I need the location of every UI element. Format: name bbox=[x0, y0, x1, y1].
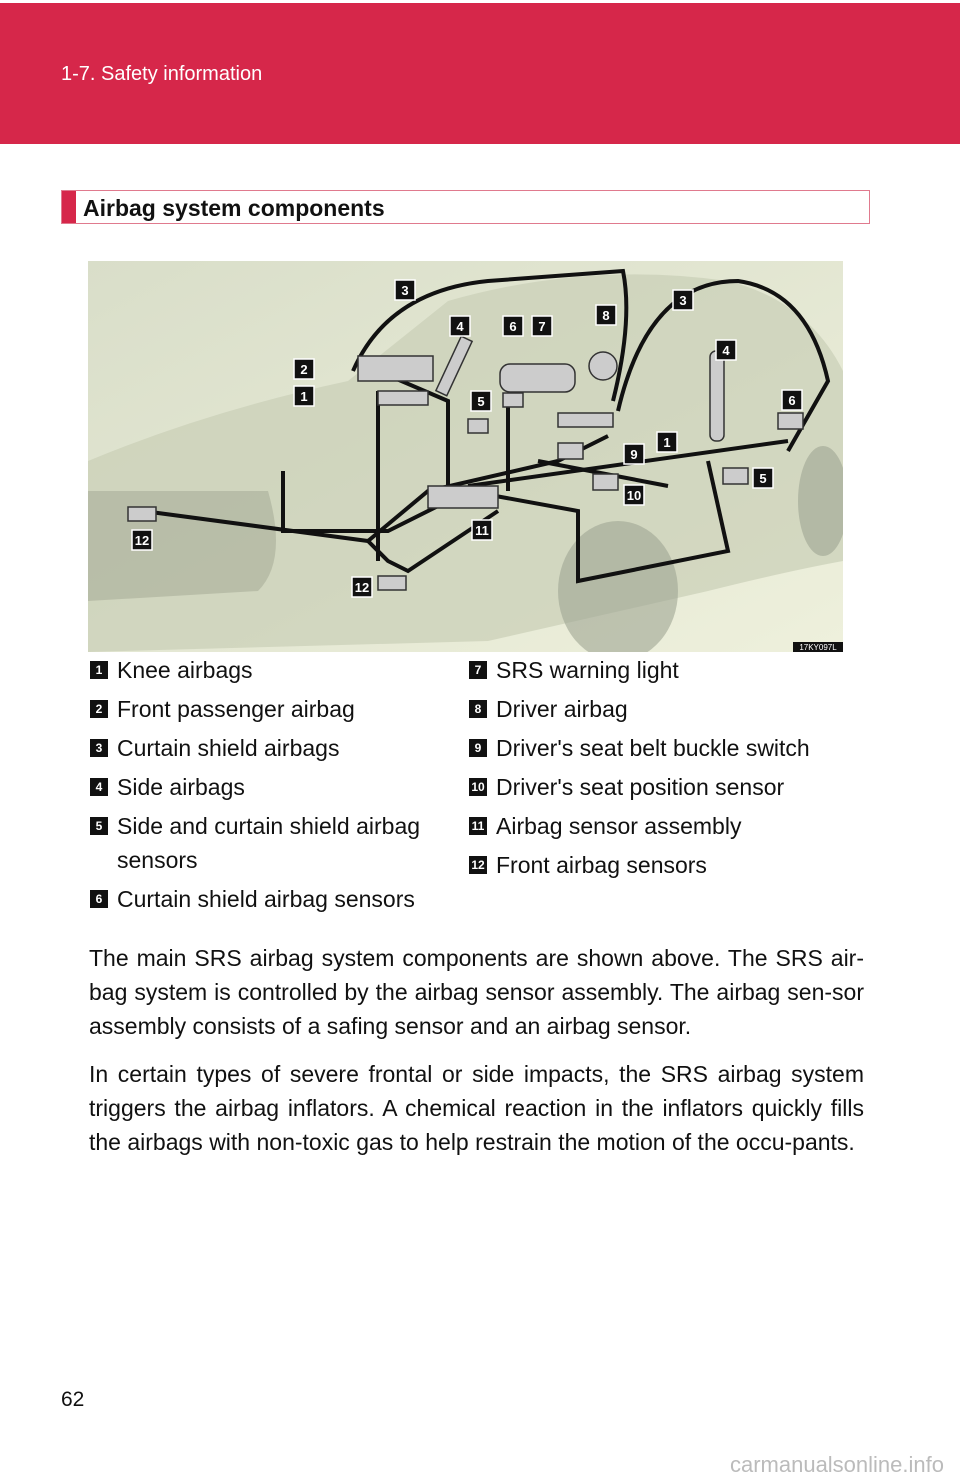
callout-8: 4 bbox=[715, 339, 737, 361]
legend-item: 3 Curtain shield airbags bbox=[90, 733, 455, 763]
callout-number: 1 bbox=[663, 435, 670, 450]
callout-number: 12 bbox=[135, 533, 149, 548]
legend-item: 9 Driver's seat belt buckle switch bbox=[469, 733, 939, 763]
callout-1: 3 bbox=[672, 289, 694, 311]
page-number: 62 bbox=[61, 1388, 85, 1411]
item-number-badge: 3 bbox=[90, 739, 108, 757]
callout-2: 4 bbox=[449, 315, 471, 337]
body-paragraph-2: In certain types of severe frontal or si… bbox=[89, 1061, 864, 1155]
item-label: Driver airbag bbox=[496, 696, 628, 722]
callout-7: 1 bbox=[293, 385, 315, 407]
callout-number: 2 bbox=[300, 362, 307, 377]
legend-item: 12 Front airbag sensors bbox=[469, 850, 939, 880]
callout-9: 5 bbox=[470, 390, 492, 412]
callout-0: 3 bbox=[394, 279, 416, 301]
callout-4: 7 bbox=[531, 315, 553, 337]
section-heading: Airbag system components bbox=[61, 190, 870, 224]
callout-number: 8 bbox=[602, 308, 609, 323]
callout-number: 1 bbox=[300, 389, 307, 404]
legend-item: 6 Curtain shield airbag sensors bbox=[90, 884, 455, 914]
callout-11: 1 bbox=[656, 431, 678, 453]
item-label: Curtain shield airbag sensors bbox=[117, 886, 415, 912]
callout-number: 12 bbox=[355, 580, 369, 595]
callout-13: 5 bbox=[752, 467, 774, 489]
callout-number: 4 bbox=[722, 343, 730, 358]
callout-16: 12 bbox=[131, 529, 153, 551]
callout-15: 11 bbox=[471, 519, 493, 541]
legend-item: 5 Side and curtain shield airbag sensors bbox=[90, 811, 455, 875]
item-label: Front airbag sensors bbox=[496, 852, 707, 878]
callout-number: 6 bbox=[788, 393, 795, 408]
item-label: Curtain shield airbags bbox=[117, 735, 340, 761]
callout-10: 6 bbox=[781, 389, 803, 411]
callout-number: 6 bbox=[509, 319, 516, 334]
item-label-cont: sensors bbox=[117, 847, 198, 873]
legend-item: 10 Driver's seat position sensor bbox=[469, 772, 939, 802]
item-label: Driver's seat belt buckle switch bbox=[496, 735, 810, 761]
item-label: Airbag sensor assembly bbox=[496, 813, 742, 839]
callout-number: 4 bbox=[456, 319, 464, 334]
callout-number: 3 bbox=[401, 283, 408, 298]
item-number-badge: 1 bbox=[90, 661, 108, 679]
callout-number: 10 bbox=[627, 488, 641, 503]
callout-number: 3 bbox=[679, 293, 686, 308]
callout-3: 6 bbox=[502, 315, 524, 337]
callout-12: 9 bbox=[623, 443, 645, 465]
legend-item: 11 Airbag sensor assembly bbox=[469, 811, 939, 841]
item-number-badge: 7 bbox=[469, 661, 487, 679]
callout-5: 8 bbox=[595, 304, 617, 326]
callout-6: 2 bbox=[293, 358, 315, 380]
legend-item: 7 SRS warning light bbox=[469, 655, 939, 685]
callout-number: 7 bbox=[538, 319, 545, 334]
item-label: Knee airbags bbox=[117, 657, 253, 683]
callout-14: 10 bbox=[623, 484, 645, 506]
callout-layer: 3 3 4 6 7 8 2 1 4 5 6 1 9 5 10 11 12 12 bbox=[131, 279, 803, 598]
item-label: SRS warning light bbox=[496, 657, 679, 683]
header-bar: 1-7. Safety information bbox=[0, 3, 960, 144]
item-number-badge: 10 bbox=[469, 778, 487, 796]
item-number-badge: 6 bbox=[90, 890, 108, 908]
legend-item: 8 Driver airbag bbox=[469, 694, 939, 724]
legend-item: 4 Side airbags bbox=[90, 772, 455, 802]
item-number-badge: 2 bbox=[90, 700, 108, 718]
figure-code: 17KY097L bbox=[799, 643, 837, 652]
item-number-badge: 12 bbox=[469, 856, 487, 874]
section-accent bbox=[62, 191, 76, 223]
item-number-badge: 11 bbox=[469, 817, 487, 835]
item-number-badge: 9 bbox=[469, 739, 487, 757]
chapter-title: 1-7. Safety information bbox=[61, 63, 263, 85]
item-label: Driver's seat position sensor bbox=[496, 774, 785, 800]
item-number-badge: 4 bbox=[90, 778, 108, 796]
callout-17: 12 bbox=[351, 576, 373, 598]
callout-number: 5 bbox=[759, 471, 766, 486]
legend-item: 1 Knee airbags bbox=[90, 655, 455, 685]
legend-item: 2 Front passenger airbag bbox=[90, 694, 455, 724]
item-label: Side and curtain shield airbag bbox=[117, 813, 421, 839]
body-text: The main SRS airbag system components ar… bbox=[89, 941, 864, 1173]
item-number-badge: 8 bbox=[469, 700, 487, 718]
callout-number: 11 bbox=[475, 523, 489, 538]
callout-number: 5 bbox=[477, 394, 484, 409]
body-paragraph-1: The main SRS airbag system components ar… bbox=[89, 945, 864, 1039]
airbag-diagram: 3 3 4 6 7 8 2 1 4 5 6 1 9 5 10 11 12 12 17KY097L bbox=[88, 261, 843, 652]
callout-number: 9 bbox=[630, 447, 637, 462]
item-number-badge: 5 bbox=[90, 817, 108, 835]
item-label: Side airbags bbox=[117, 774, 245, 800]
item-label: Front passenger airbag bbox=[117, 696, 355, 722]
watermark: carmanualsonline.info bbox=[729, 1452, 944, 1477]
section-title: Airbag system components bbox=[83, 195, 385, 221]
